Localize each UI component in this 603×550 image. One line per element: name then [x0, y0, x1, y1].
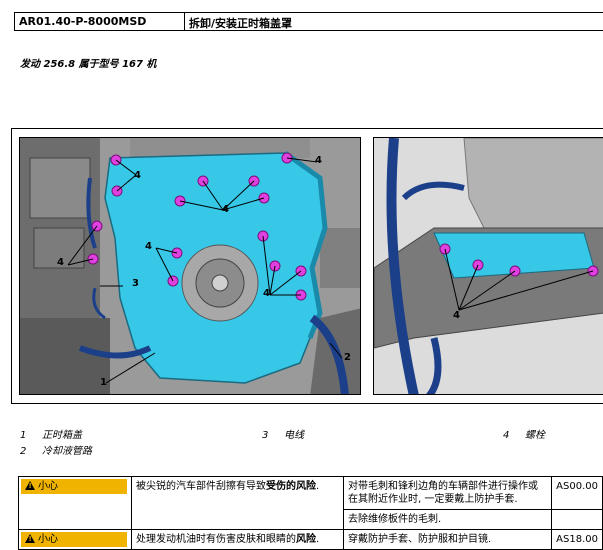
caution-badge: 小心: [21, 479, 127, 494]
callout-4: 4: [453, 310, 460, 321]
action-text: 对带毛刺和锋利边角的车辆部件进行操作或在其附近作业时, 一定要戴上防护手套.: [343, 476, 553, 510]
oil-pan-illustration: [373, 137, 603, 395]
callout-4: 4: [134, 170, 141, 181]
figure-frame: [11, 128, 603, 404]
callout-4: 4: [263, 288, 270, 299]
reference-code: AS18.00: [551, 529, 603, 550]
callout-1: 1: [100, 377, 107, 388]
callout-4: 4: [315, 155, 322, 166]
callout-4: 4: [145, 241, 152, 252]
engine-subtitle: 发动 256.8 属于型号 167 机: [20, 59, 157, 70]
reference-code: AS00.00: [551, 476, 603, 510]
table-row: 小心 被尖锐的汽车部件刮擦有导致受伤的风险. 对带毛刺和锋利边角的车辆部件进行操…: [18, 476, 603, 530]
action-text: 穿戴防护手套、防护服和护目镜.: [343, 529, 553, 550]
risk-text: 被尖锐的汽车部件刮擦有导致受伤的风险.: [130, 476, 345, 530]
callout-4: 4: [222, 204, 229, 215]
callout-3: 3: [132, 278, 139, 289]
engine-drawing: [20, 138, 360, 394]
callout-4: 4: [57, 257, 64, 268]
document-header: AR01.40-P-8000MSD 拆卸/安装正时箱盖罩: [14, 12, 603, 31]
caution-badge: 小心: [21, 532, 127, 547]
oil-pan-drawing: [374, 138, 603, 394]
warning-triangle-icon: [25, 481, 35, 490]
warning-table: 小心 被尖锐的汽车部件刮擦有导致受伤的风险. 对带毛刺和锋利边角的车辆部件进行操…: [18, 476, 603, 550]
action-text: 去除维修板件的毛刺.: [343, 509, 553, 530]
document-title: 拆卸/安装正时箱盖罩: [189, 17, 293, 30]
document-code: AR01.40-P-8000MSD: [15, 13, 185, 30]
warning-triangle-icon: [25, 534, 35, 543]
engine-timing-cover-illustration: [19, 137, 361, 395]
callout-2: 2: [344, 352, 351, 363]
table-row: 去除维修板件的毛刺.: [19, 509, 603, 530]
risk-text: 处理发动机油时有伤害皮肤和眼睛的风险.: [130, 529, 345, 550]
table-row: 小心 处理发动机油时有伤害皮肤和眼睛的风险. 穿戴防护手套、防护服和护目镜. A…: [18, 529, 603, 550]
